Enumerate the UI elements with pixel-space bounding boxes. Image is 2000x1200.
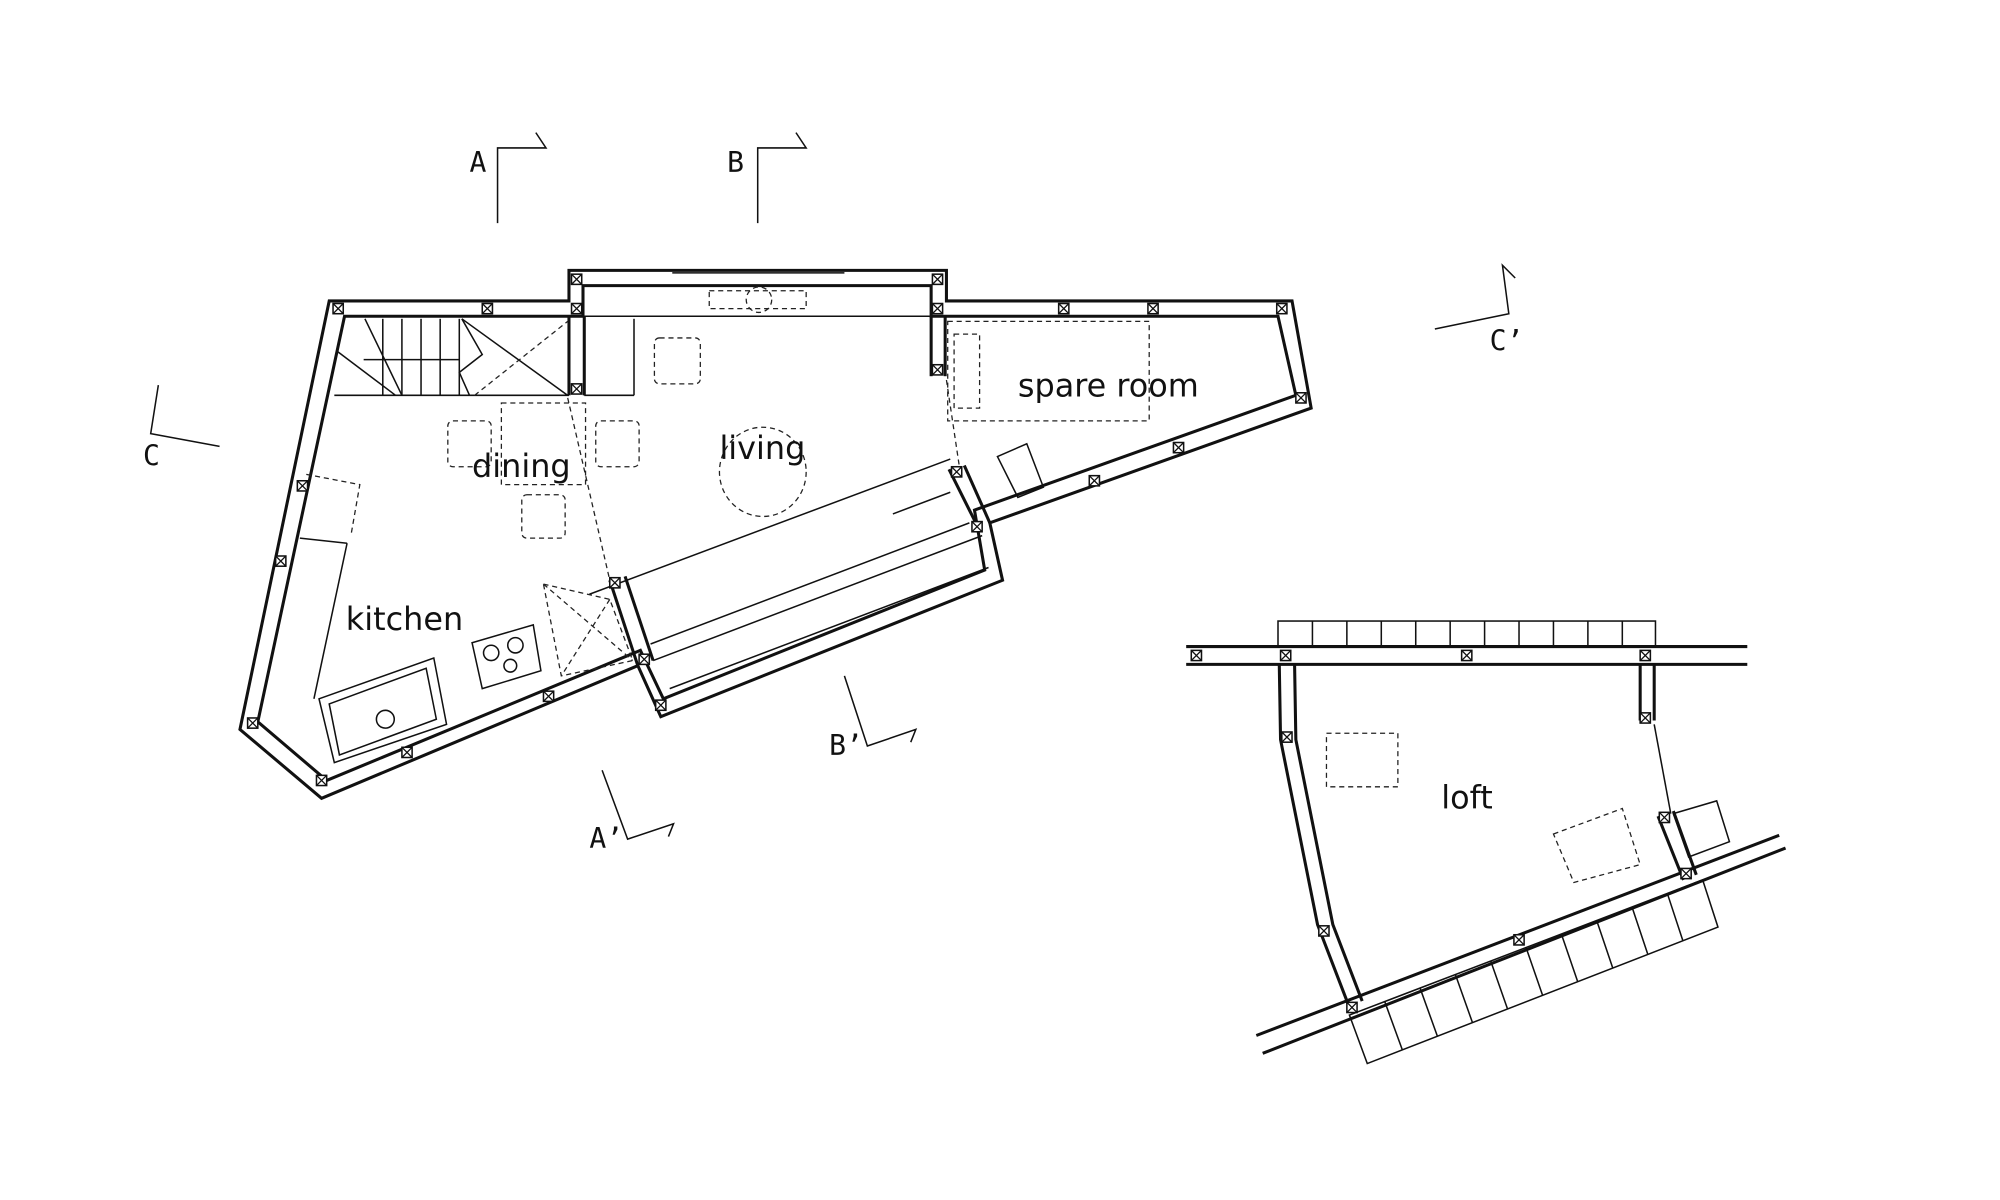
column-marker [950,465,963,478]
column-marker [931,302,944,315]
column-marker [1318,925,1330,937]
column-marker [1658,811,1671,824]
column-marker [1088,474,1101,487]
ground-floor-walls [238,268,1313,801]
column-marker [1680,867,1692,880]
column-marker [246,717,259,729]
balcony-slat [1454,974,1474,1023]
section-marker-c-prime: C’ [1490,325,1524,358]
loft-balcony-slats [1311,621,1684,1051]
room-label-kitchen: kitchen [346,600,463,638]
column-marker [931,363,944,376]
column-marker [296,480,309,492]
balcony-slat [1489,960,1509,1010]
column-marker [315,774,328,787]
furniture [447,286,1150,581]
column-marker [638,653,651,666]
column-marker [1460,649,1473,662]
section-marker-a: A [470,146,487,179]
balcony-slat [1419,987,1439,1037]
column-marker [931,273,944,286]
column-marker [1281,731,1293,743]
section-marker-b-prime: B’ [829,729,863,762]
room-label-dining: dining [472,447,571,485]
column-marker [609,576,621,589]
column-marker [1147,302,1159,315]
column-marker [971,520,983,533]
column-marker [274,555,287,567]
column-marker [1057,302,1070,315]
balcony-slat [1631,906,1649,955]
loft-walls [1186,620,1787,1065]
column-marker [570,273,583,286]
column-marker [401,746,413,759]
column-marker [332,302,345,315]
section-marker-b: B [727,146,744,179]
balcony-slat [1666,893,1684,941]
column-marker [1190,649,1203,662]
column-marker [570,302,583,315]
column-marker [1639,649,1652,662]
room-label-spare-room: spare room [1018,367,1199,405]
kitchen-fixtures [299,473,634,764]
balcony-slat [1384,1001,1404,1051]
room-label-living: living [719,429,805,467]
column-marker [1275,302,1288,315]
column-marker [1279,649,1292,662]
section-marker-c: C [143,439,160,472]
balcony-slat [1525,947,1544,996]
room-label-loft: loft [1441,779,1493,817]
section-lines [149,132,1516,841]
column-marker [1513,933,1525,946]
column-marker [1639,712,1652,724]
section-marker-a-prime: A’ [589,822,623,855]
balcony-slat [1595,920,1614,969]
column-marker [1172,441,1185,454]
structural-columns [246,273,1692,1014]
column-marker [542,690,555,703]
column-marker [654,699,667,712]
column-marker [570,383,583,395]
staircase [337,318,569,396]
column-marker [481,302,494,315]
column-marker [1346,1001,1358,1014]
balcony-slat [1560,933,1579,982]
column-marker [1295,392,1307,404]
